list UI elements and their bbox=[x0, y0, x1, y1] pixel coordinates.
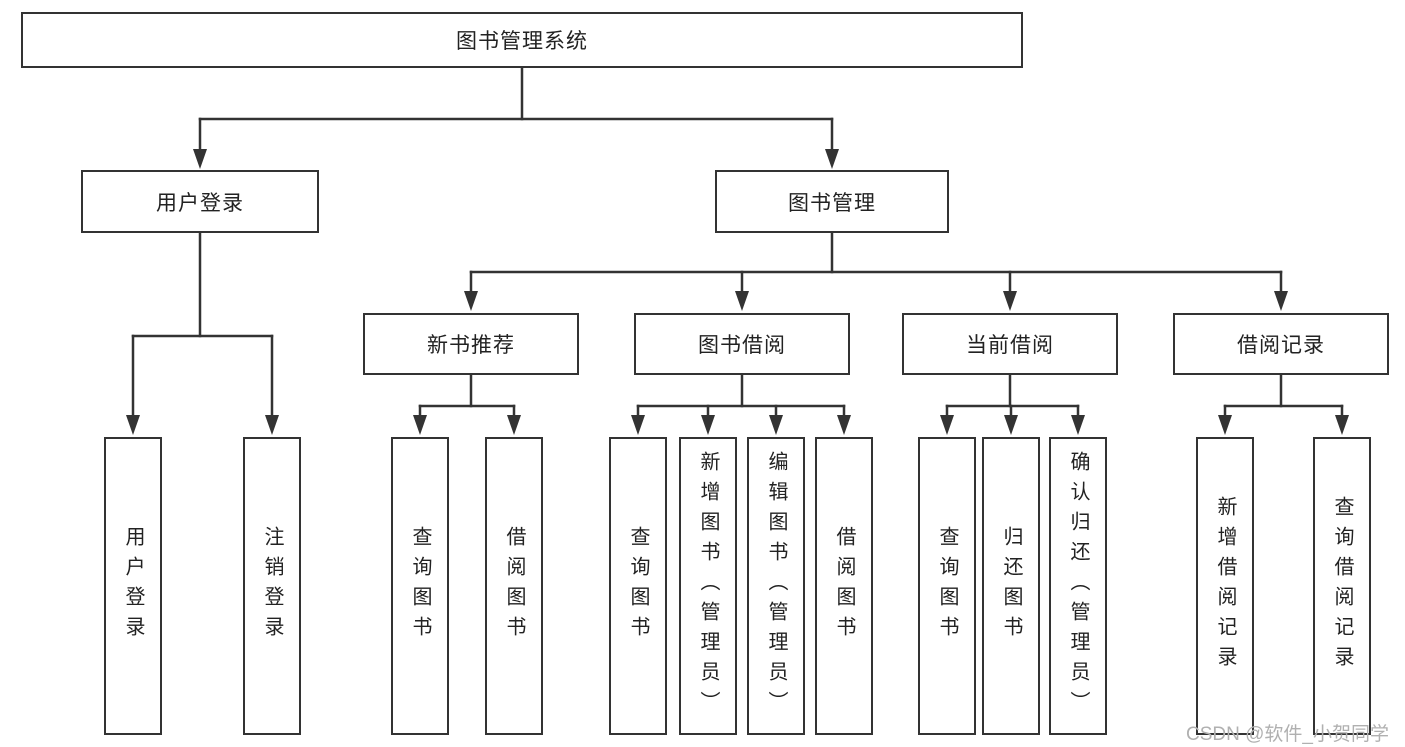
leaf-label: 查询借阅记录 bbox=[1331, 496, 1353, 676]
leaf-label: 新增借阅记录 bbox=[1214, 496, 1236, 676]
connector-borrow-records-to-children bbox=[1218, 373, 1349, 435]
csdn-watermark: CSDN @软件_小贺同学 bbox=[1186, 724, 1389, 745]
node-leaf-query-books-2: 查询图书 bbox=[609, 437, 667, 735]
leaf-label: 查询图书 bbox=[936, 526, 958, 646]
node-user-login: 用户登录 bbox=[81, 170, 319, 233]
node-book-borrow: 图书借阅 bbox=[634, 313, 850, 375]
connector-new-book-recommend-to-children bbox=[413, 373, 521, 435]
node-current-borrow: 当前借阅 bbox=[902, 313, 1118, 375]
node-leaf-query-books-1: 查询图书 bbox=[391, 437, 449, 735]
connector-user-login-to-children bbox=[126, 231, 279, 435]
connector-book-management-to-level2 bbox=[464, 231, 1288, 311]
leaf-label: 确认归还（管理员） bbox=[1067, 451, 1089, 721]
node-book-management: 图书管理 bbox=[715, 170, 949, 233]
node-leaf-confirm-return-admin: 确认归还（管理员） bbox=[1049, 437, 1107, 735]
node-leaf-borrow-books-2: 借阅图书 bbox=[815, 437, 873, 735]
leaf-label: 注销登录 bbox=[261, 526, 283, 646]
node-leaf-add-borrow-record: 新增借阅记录 bbox=[1196, 437, 1254, 735]
node-leaf-add-books-admin: 新增图书（管理员） bbox=[679, 437, 737, 735]
connector-book-borrow-to-children bbox=[631, 373, 851, 435]
node-leaf-logout: 注销登录 bbox=[243, 437, 301, 735]
connector-root-to-level1 bbox=[193, 66, 839, 169]
node-borrow-records: 借阅记录 bbox=[1173, 313, 1389, 375]
node-leaf-edit-books-admin: 编辑图书（管理员） bbox=[747, 437, 805, 735]
leaf-label: 借阅图书 bbox=[833, 526, 855, 646]
leaf-label: 查询图书 bbox=[627, 526, 649, 646]
node-leaf-query-borrow-record: 查询借阅记录 bbox=[1313, 437, 1371, 735]
leaf-label: 新增图书（管理员） bbox=[697, 451, 719, 721]
connector-current-borrow-to-children bbox=[940, 373, 1085, 435]
node-leaf-query-books-3: 查询图书 bbox=[918, 437, 976, 735]
node-leaf-user-login: 用户登录 bbox=[104, 437, 162, 735]
node-leaf-borrow-books-1: 借阅图书 bbox=[485, 437, 543, 735]
node-library-management-system: 图书管理系统 bbox=[21, 12, 1023, 68]
node-leaf-return-books: 归还图书 bbox=[982, 437, 1040, 735]
leaf-label: 编辑图书（管理员） bbox=[765, 451, 787, 721]
leaf-label: 用户登录 bbox=[122, 526, 144, 646]
leaf-label: 归还图书 bbox=[1000, 526, 1022, 646]
leaf-label: 借阅图书 bbox=[503, 526, 525, 646]
leaf-label: 查询图书 bbox=[409, 526, 431, 646]
node-new-book-recommend: 新书推荐 bbox=[363, 313, 579, 375]
